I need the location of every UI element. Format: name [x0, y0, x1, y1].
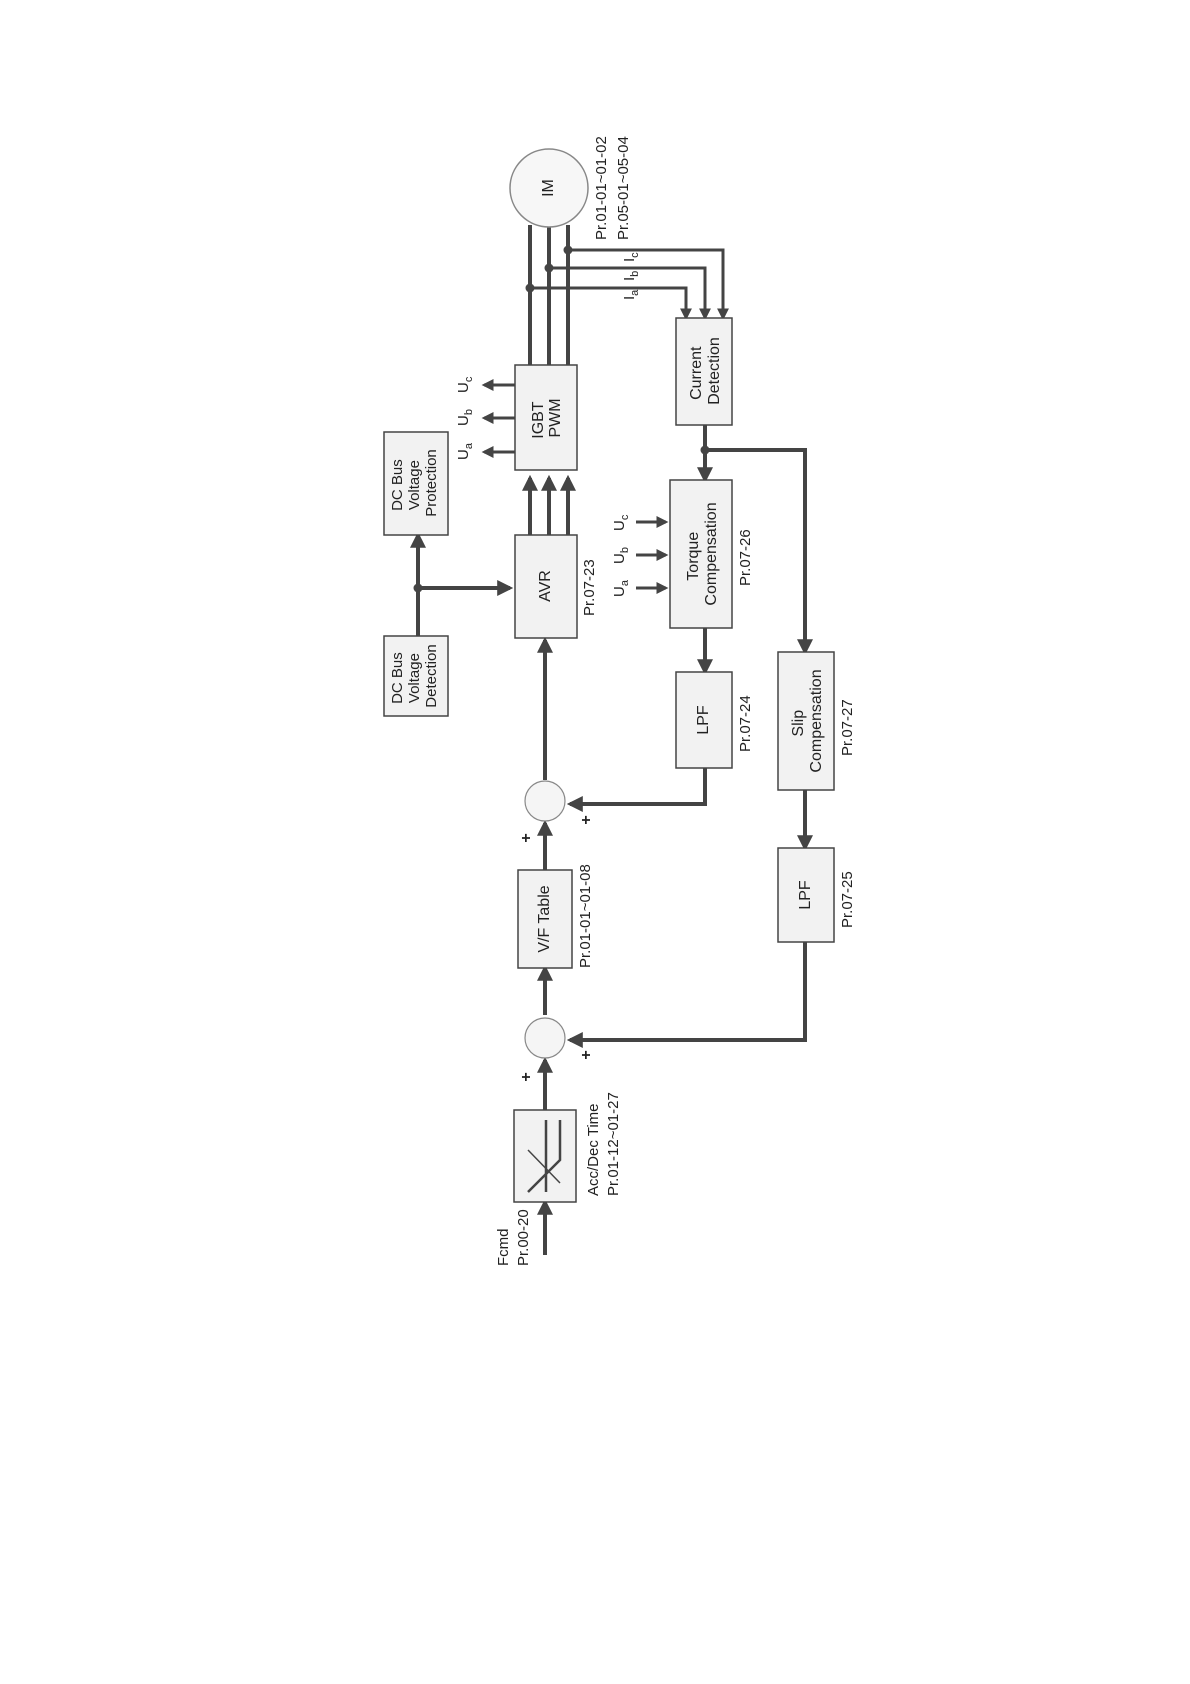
summing-junction-1 [524, 1017, 566, 1059]
junction-dots [413, 245, 710, 593]
junction-dot [700, 445, 710, 455]
motor-params-label: Pr.01-01~01-02 Pr.05-01~05-04 [593, 132, 632, 240]
voltage-label-ua: Ua [611, 579, 631, 597]
avr-label: AVR [537, 570, 554, 602]
vf-table-block [517, 869, 573, 969]
connections [410, 225, 813, 1255]
igbt-pwm-label: IGBT PWM [530, 397, 564, 439]
lpf1-to-sum2-arrow [566, 768, 707, 812]
vf-table-label: V/F Table [536, 885, 553, 952]
igbt-pwm-block [514, 364, 578, 471]
summing-junction-2 [524, 780, 566, 822]
junction-dot [563, 245, 573, 255]
induction-motor-circle [509, 148, 589, 228]
dc-bus-protection-block [383, 431, 449, 536]
voltage-label-ub: Ub [455, 409, 475, 426]
vf-param-label: Pr.01-01~01-08 [577, 864, 594, 968]
torque-compensation-block [669, 479, 733, 629]
lpf2-to-sum1-arrow [566, 942, 807, 1048]
motor-label: IM [540, 179, 557, 197]
current-detection-label: Current Detection [688, 337, 723, 405]
lpf-label-2: LPF [797, 880, 814, 910]
lpf-block-1 [675, 671, 733, 769]
plus-sign: + [518, 833, 535, 842]
current-detection-block [675, 317, 733, 426]
torque-compensation-label: Torque Compensation [685, 502, 720, 605]
avr-block [514, 534, 578, 639]
dc-bus-protection-label: DC Bus Voltage Protection [389, 449, 440, 517]
torque-voltage-symbols: Ua Ub Uc [611, 514, 631, 597]
fcmd-label: Fcmd Pr.00-20 [495, 1209, 532, 1266]
lpf1-param-label: Pr.07-24 [737, 695, 754, 752]
lpf-label-1: LPF [695, 705, 712, 735]
pwm-label: PWM [547, 398, 564, 437]
slip-compensation-block [777, 651, 835, 791]
igbt-voltage-symbols: Ua Ub Uc [455, 376, 475, 460]
plus-sign: + [578, 1050, 595, 1059]
torque-param-label: Pr.07-26 [737, 529, 754, 586]
current-label-ic: Ic [621, 252, 641, 262]
current-label-ib: Ib [621, 271, 641, 281]
voltage-label-ub: Ub [611, 547, 631, 564]
current-to-slip-arrow [705, 448, 813, 656]
dc-bus-detection-block [383, 635, 449, 717]
dc-detect-to-avr-arrow [416, 580, 514, 636]
voltage-label-uc: Uc [611, 514, 631, 531]
lpf2-param-label: Pr.07-25 [839, 871, 856, 928]
ic-sense-arrow [568, 248, 729, 321]
junction-dot [525, 283, 535, 293]
accdec-label: Acc/Dec Time Pr.01-12~01-27 [585, 1092, 622, 1196]
avr-param-label: Pr.07-23 [581, 559, 598, 616]
ib-sense-arrow [549, 266, 711, 321]
current-label-ia: Ia [621, 289, 641, 300]
slip-param-label: Pr.07-27 [839, 699, 856, 756]
ramp-icon [527, 1120, 562, 1193]
current-symbols: Ia Ib Ic [621, 252, 641, 300]
voltage-label-ua: Ua [455, 442, 475, 460]
voltage-label-uc: Uc [455, 376, 475, 393]
ia-sense-arrow [530, 286, 692, 321]
junction-dot [544, 263, 554, 273]
lpf-block-2 [777, 847, 835, 943]
dc-bus-detection-label: DC Bus Voltage Detection [389, 644, 440, 707]
slip-compensation-label: Slip Compensation [790, 669, 825, 772]
junction-dot [413, 583, 423, 593]
plus-sign: + [518, 1072, 535, 1081]
igbt-label: IGBT [530, 401, 547, 439]
plus-sign: + [578, 815, 595, 824]
